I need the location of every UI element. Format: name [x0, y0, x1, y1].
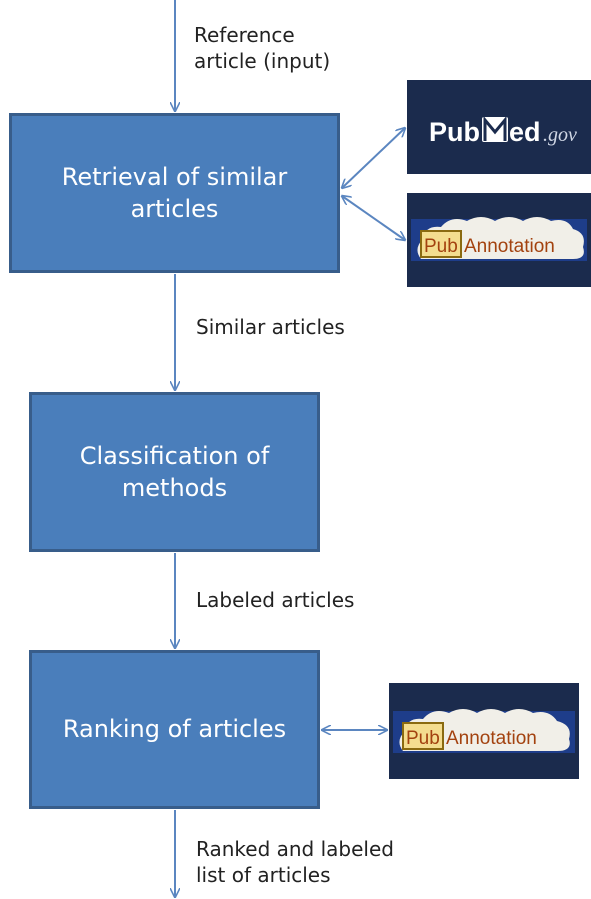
node-classification-of-methods: Classification of methods: [29, 392, 320, 552]
svg-text:Annotation: Annotation: [464, 236, 555, 257]
pubmed-logo: Pub ed .gov: [407, 80, 591, 174]
svg-text:Pub: Pub: [429, 117, 480, 147]
svg-text:Pub: Pub: [424, 236, 458, 257]
label-labeled-articles: Labeled articles: [196, 588, 355, 612]
label-similar-articles: Similar articles: [196, 315, 345, 339]
svg-text:Pub: Pub: [406, 728, 440, 749]
arrow-retrieval-pubmed: [342, 128, 405, 188]
pubmed-logo-graphic: Pub ed .gov: [407, 80, 591, 174]
svg-text:.gov: .gov: [543, 124, 577, 146]
svg-text:ed: ed: [509, 117, 541, 147]
pubannotation-logo: Pub Annotation: [389, 683, 579, 779]
svg-text:Annotation: Annotation: [446, 728, 537, 749]
arrow-retrieval-pubannotation: [342, 196, 405, 240]
label-ranked-and-labeled-list: Ranked and labeled list of articles: [196, 837, 394, 887]
pubannotation-logo-graphic: Pub Annotation: [407, 193, 591, 287]
node-ranking-of-articles: Ranking of articles: [29, 650, 320, 809]
node-retrieval-of-similar-articles: Retrieval of similar articles: [9, 113, 340, 273]
pubannotation-logo: Pub Annotation: [407, 193, 591, 287]
label-reference-article-input: Reference article (input): [194, 23, 331, 73]
pubannotation-logo-graphic: Pub Annotation: [389, 683, 579, 779]
